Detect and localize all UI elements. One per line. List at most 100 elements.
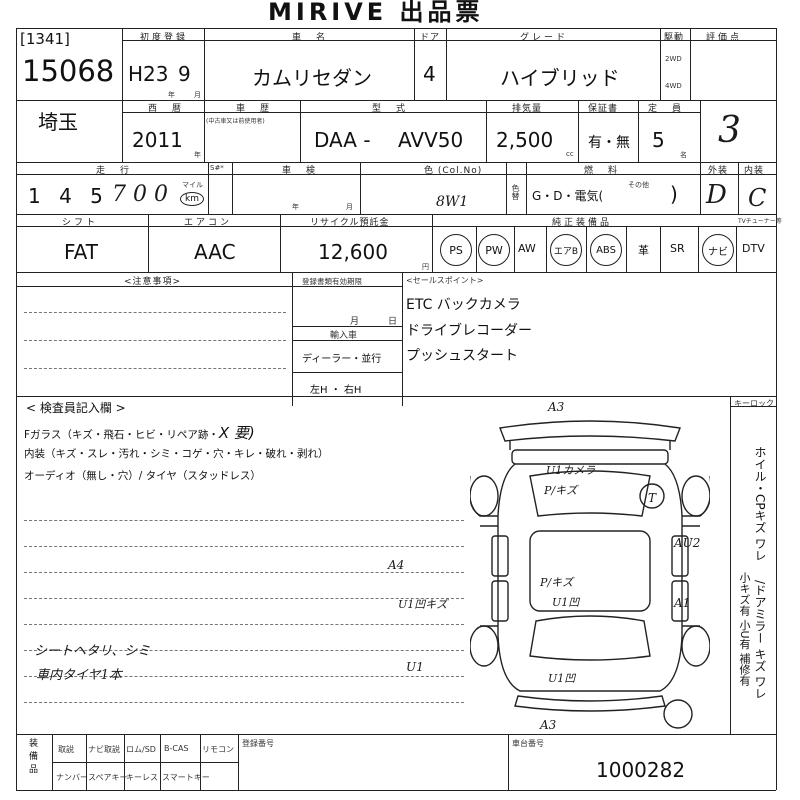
inspector-interior: 内装（キズ・スレ・汚れ・シミ・コゲ・穴・キレ・破れ・剥れ） [24,448,329,460]
inspector-handnote-1: シートヘタリ、シミ [34,644,151,659]
color-change-label: 色替 [511,184,520,200]
equip-pw: PW [478,234,510,266]
interior-grade: C [748,184,767,212]
year-value: 2011 [132,128,183,152]
sales-points-label: <セールスポイント> [406,276,484,285]
equip-leather: 革 [638,244,649,257]
month-unit: 月 [194,91,201,99]
sales-point-3: プッシュスタート [406,348,518,364]
aircon-value: AAC [194,240,236,264]
footer-smart-key: スマートキー [162,773,210,782]
mark-hood: P/キズ [544,484,578,497]
grade-value: ハイブリッド [500,66,620,90]
recycle-label: リサイクル預託金 [310,218,390,228]
displacement-label: 排気量 [512,104,543,114]
footer-col-label: 装備品 [27,738,37,777]
fuel-other: その他 [628,181,649,189]
equip-abs: ABS [590,234,622,266]
mark-t: T [648,491,657,505]
mark-roof-camera: U1カメラ [546,464,596,477]
right-note-3: 小キズ有 小U有 補修有 [738,572,751,687]
capacity-value: 5 [652,128,665,152]
color-handwritten: 8W1 [436,194,469,210]
interior-label: 内装 [744,166,765,176]
caution-label: <注意事項> [124,277,182,287]
equip-sr: SR [670,242,685,255]
equip-airbag: エアB [550,234,582,266]
equip-ps: PS [440,234,472,266]
mark-top: A3 [548,400,565,414]
shaken-month-unit: 月 [346,203,353,211]
mark-right-rear: A1 [674,596,691,610]
shaken-year-unit: 年 [292,203,299,211]
score-label: 評価点 [706,33,743,43]
score-value: 3 [718,110,741,151]
mileage-unit-mile: マイル [182,181,203,189]
inspector-glass: Fガラス（キズ・飛石・ヒビ・リペア跡・X 要) [24,424,255,442]
displacement-unit: cc [566,150,574,158]
footer-bcas: B-CAS [164,744,189,753]
inspector-handnote-2: 車内タイヤ1本 [36,668,122,683]
fuel-label: 燃 料 [584,166,621,176]
grade-label: グレード [520,33,569,43]
shift-value: FAT [64,240,99,264]
equipment-label: 純正装備品 [552,218,613,228]
footer-reg-label: 登録番号 [242,739,274,748]
drive-label: 駆動 [664,33,685,43]
lot-bracket: [1341] [20,30,70,48]
right-note-2: /ドアミラー キズ ワレ [753,580,767,700]
history-sub: (中古車又は前使用者) [206,118,265,125]
sales-point-1: ETC バックカメラ [406,297,521,313]
region: 埼玉 [38,110,78,134]
first-registration-month: 9 [178,62,191,86]
year-label: 西 暦 [148,104,185,114]
history-label: 車 歴 [236,104,273,114]
warranty-label: 保証書 [588,104,619,114]
lot-number: 15068 [22,54,115,88]
shaken-flag: S#* [210,164,224,172]
reg-doc-month: 月 [350,317,360,327]
first-registration-label: 初度登録 [140,33,189,43]
mileage-digits: 1 4 5 [28,184,109,208]
doors-label: ドア [420,33,441,43]
inspector-audio: オーディオ（無し・穴）/ タイヤ（スタッドレス） [24,470,261,482]
import-label: 輸入車 [330,331,358,341]
mark-roof: P/キズ [540,576,574,589]
fuel-close: ) [670,182,678,206]
mark-trunk: U1凹 [548,672,576,685]
first-registration-era: H23 [128,62,169,86]
exterior-label: 外装 [708,166,729,176]
displacement-value: 2,500 [496,128,554,152]
model-prefix: DAA - [314,128,371,152]
footer-navi-manual: ナビ取説 [88,745,120,754]
footer-keyless: キーレス [126,773,158,782]
mileage-label: 走 行 [96,166,133,176]
shift-label: シフト [62,218,99,228]
color-label: 色 (Col.No) [424,166,483,176]
import-dealer: ディーラー・並行 [302,354,382,365]
recycle-unit: 円 [422,263,429,271]
drive-4wd: 4WD [665,82,682,90]
inspector-label: < 検査員記入欄 > [26,401,126,415]
form-title: MIRIVE 出品票 [268,0,484,26]
fuel-options: G・D・電気( [532,189,604,203]
capacity-label: 定 員 [648,104,685,114]
footer-rom-sd: ロム/SD [126,745,156,754]
footer-remote: リモコン [202,745,234,754]
warranty-value: 有・無 [588,135,630,151]
sales-point-2: ドライブレコーダー [406,323,532,339]
model-code: AVV50 [398,128,464,152]
import-handle: 左H ・ 右H [310,385,362,396]
chassis-number: 1000282 [596,758,686,782]
footer-spare-key: スペアキー [88,773,128,782]
car-name: カムリセダン [252,66,372,90]
year-value-unit: 年 [194,151,201,159]
mark-left-rear: U1 [406,660,424,674]
drive-2wd: 2WD [665,55,682,63]
mileage-unit-km: km [180,192,204,206]
reg-doc-day: 日 [388,317,398,327]
mark-left-door: U1凹キズ [398,598,448,611]
mark-right-front: AU2 [674,536,701,550]
mark-left-front: A4 [388,558,405,572]
right-note-1: ホイル・CPキズ ワレ [753,446,767,562]
